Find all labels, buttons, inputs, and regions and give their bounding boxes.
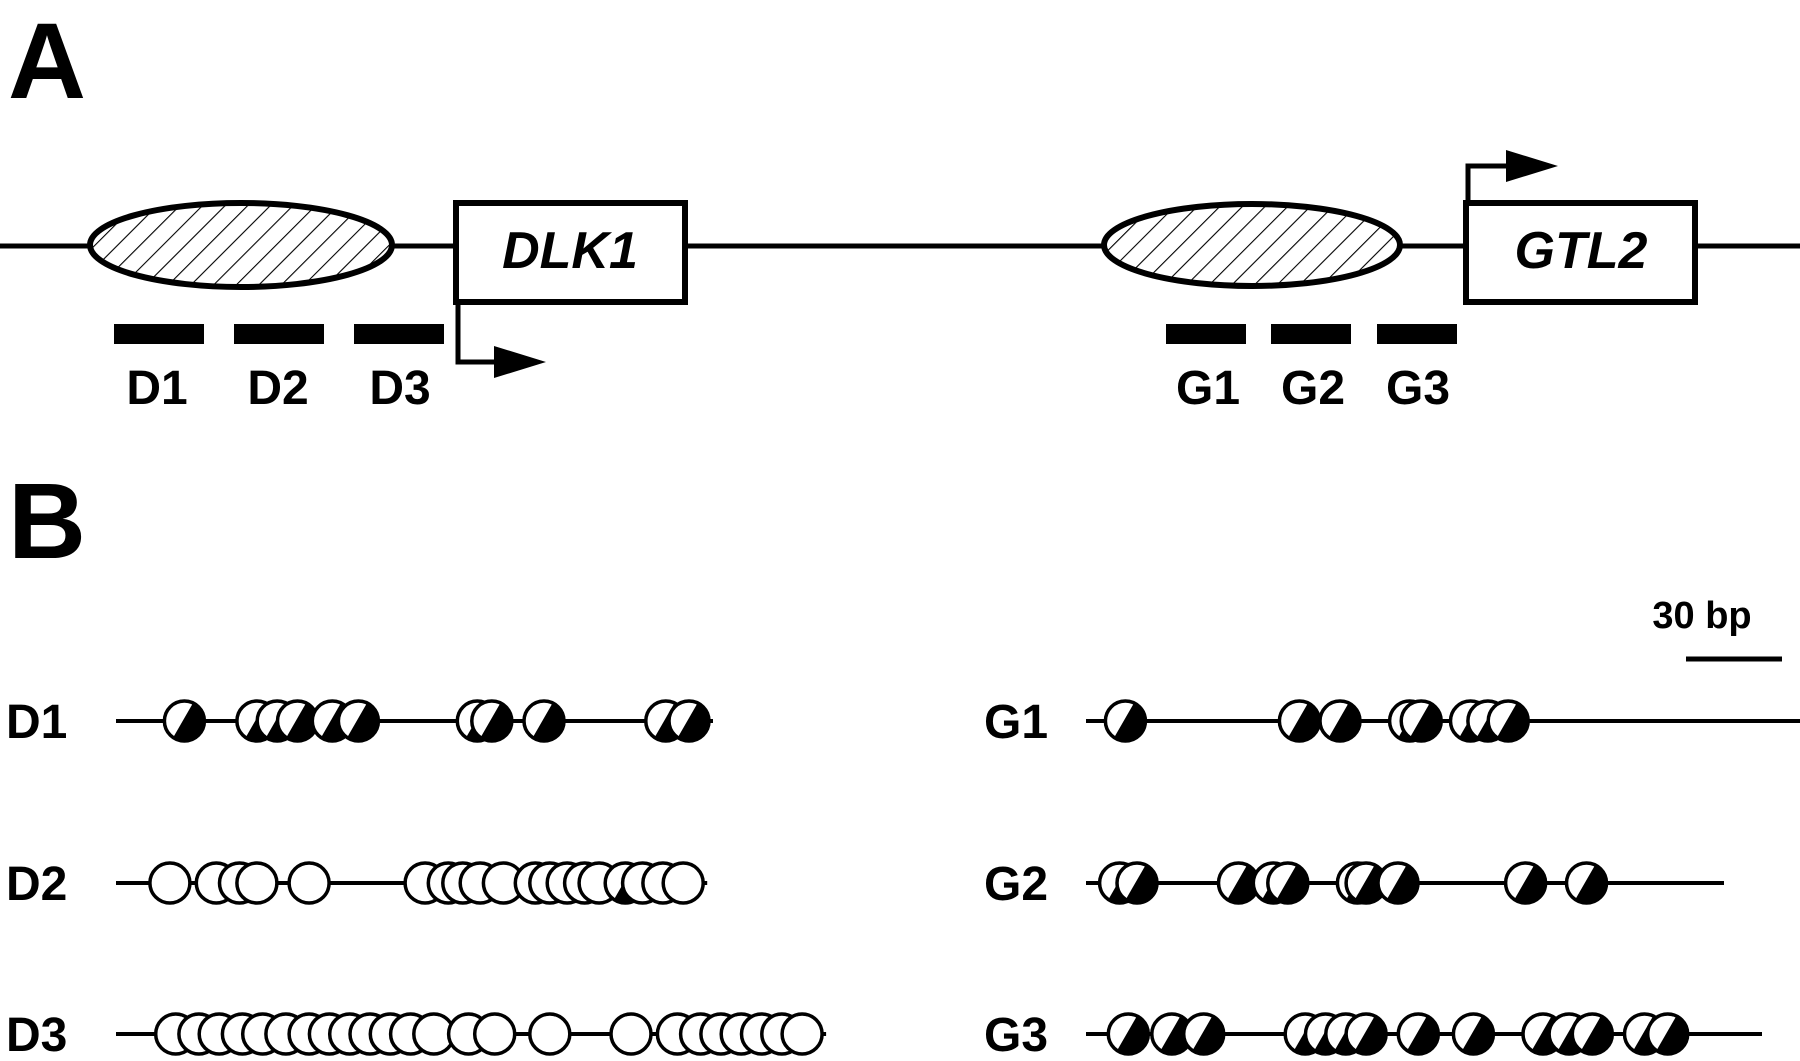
hemimethylated-cpg-circle (1503, 861, 1548, 905)
hemimethylated-cpg-circle (1451, 1012, 1496, 1056)
unmethylated-cpg-circle (661, 861, 705, 905)
fragment-label-g3: G3 (1386, 362, 1450, 415)
hemimethylated-cpg-circle (1564, 861, 1609, 905)
hemimethylated-cpg-circle (470, 699, 514, 743)
fragment-bar-d3 (354, 324, 444, 344)
hemimethylated-cpg-circle (667, 699, 711, 743)
row-label-g2: G2 (984, 858, 1048, 911)
cpg-island-dlk1-hatch (87, 200, 395, 290)
row-label-d1: D1 (6, 696, 67, 749)
row-label-d2: D2 (6, 858, 67, 911)
fragment-bar-d2 (234, 324, 324, 344)
panel-label-a: A (8, 0, 86, 121)
hemimethylated-cpg-circle (336, 699, 381, 743)
cpg-island-gtl2-hatch (1101, 201, 1403, 289)
methylation-row-d2: D2 (6, 858, 708, 911)
unmethylated-cpg-circle (472, 1012, 517, 1056)
scale-bar-label: 30 bp (1652, 595, 1751, 637)
unmethylated-cpg-circle (287, 861, 331, 905)
hemimethylated-cpg-circle (1103, 699, 1148, 743)
fragment-label-d2: D2 (247, 362, 308, 415)
fragment-bar-g2 (1271, 324, 1351, 344)
row-label-g3: G3 (984, 1009, 1048, 1061)
unmethylated-cpg-circle (609, 1012, 653, 1056)
fragment-label-d1: D1 (126, 362, 187, 415)
hemimethylated-cpg-circle (1344, 1012, 1388, 1056)
fragment-label-g1: G1 (1176, 362, 1240, 415)
methylation-row-g2: G2 (984, 858, 1724, 911)
panel-label-b: B (8, 460, 86, 581)
promoter-arrowhead-dlk1 (494, 346, 546, 378)
hemimethylated-cpg-circle (1277, 699, 1322, 743)
hemimethylated-cpg-circle (522, 699, 566, 743)
unmethylated-cpg-circle (528, 1012, 572, 1056)
scale-bar: 30 bp (1652, 595, 1782, 662)
fragment-bar-d1 (114, 324, 204, 344)
hemimethylated-cpg-circle (275, 699, 320, 743)
hemimethylated-cpg-circle (1181, 1012, 1226, 1056)
promoter-arrow-dlk1 (455, 302, 496, 365)
methylation-row-g1: G1 (984, 696, 1800, 749)
promoter-arrow-gtl2 (1465, 163, 1508, 203)
fragment-bar-g1 (1166, 324, 1246, 344)
methylation-row-g3: G3 (984, 1009, 1762, 1061)
row-label-g1: G1 (984, 696, 1048, 749)
hemimethylated-cpg-circle (1399, 699, 1443, 743)
methylation-row-d1: D1 (6, 696, 713, 749)
fragment-bar-g3 (1377, 324, 1457, 344)
unmethylated-cpg-circle (235, 861, 279, 905)
hemimethylated-cpg-circle (1115, 861, 1159, 905)
promoter-arrowhead-gtl2 (1506, 150, 1558, 182)
row-label-d3: D3 (6, 1009, 67, 1061)
fragment-label-g2: G2 (1281, 362, 1345, 415)
hemimethylated-cpg-circle (1645, 1012, 1690, 1056)
hemimethylated-cpg-circle (1376, 861, 1420, 905)
gene-label-dlk1: DLK1 (502, 222, 638, 280)
unmethylated-cpg-circle (780, 1012, 824, 1056)
hemimethylated-cpg-circle (1396, 1012, 1441, 1056)
methylation-row-d3: D3 (6, 1009, 827, 1061)
hemimethylated-cpg-circle (1318, 699, 1362, 743)
hemimethylated-cpg-circle (162, 699, 207, 743)
hemimethylated-cpg-circle (1486, 699, 1530, 743)
gene-label-gtl2: GTL2 (1515, 222, 1648, 280)
hemimethylated-cpg-circle (1106, 1012, 1151, 1056)
hemimethylated-cpg-circle (1570, 1012, 1615, 1056)
hemimethylated-cpg-circle (1266, 861, 1310, 905)
fragment-label-d3: D3 (369, 362, 430, 415)
genomic-map: DLK1 GTL2 D1 D2 D3 G1 G2 G3 (0, 150, 1800, 415)
gene-box-dlk1 (453, 200, 688, 305)
gene-box-gtl2 (1463, 200, 1698, 305)
unmethylated-cpg-circle (148, 861, 192, 905)
